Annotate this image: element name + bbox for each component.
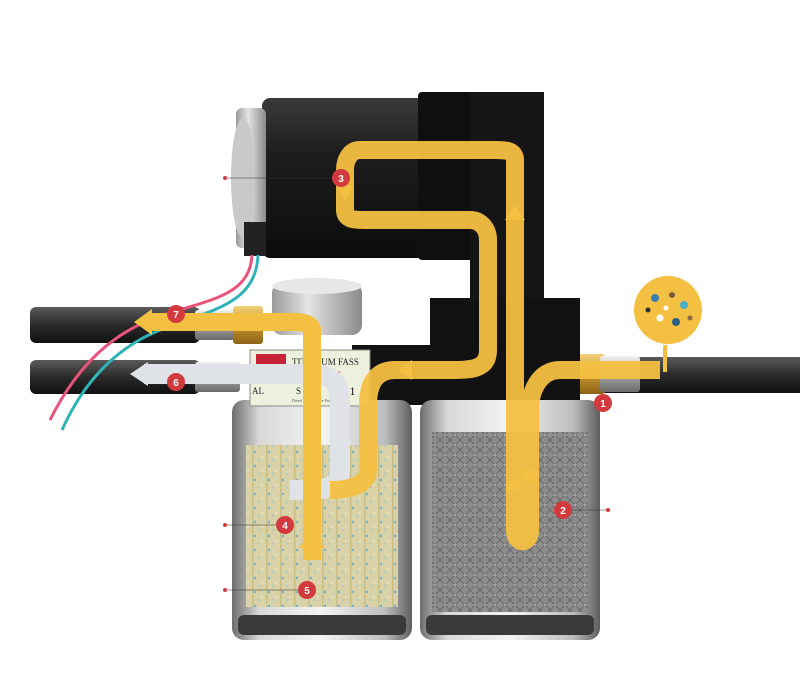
- leader-lines: [223, 176, 610, 592]
- down-arrow-right-filter: [520, 470, 540, 485]
- label-serial-prefix: AL: [252, 386, 264, 396]
- up-arrow-left-filter: [299, 532, 325, 548]
- marker-7: 7: [167, 305, 185, 323]
- marker-3-number: 3: [338, 174, 344, 185]
- marker-4: 4: [276, 516, 294, 534]
- return-arrow: [130, 362, 148, 386]
- marker-6-number: 6: [173, 378, 179, 389]
- marker-7-number: 7: [173, 310, 179, 321]
- outlet-arrow: [134, 309, 152, 335]
- fuel-flow-path: [134, 141, 660, 560]
- marker-1-number: 1: [600, 399, 606, 410]
- pump-motor: [231, 92, 478, 260]
- marker-2: 2: [554, 501, 572, 519]
- down-arrow-motor: [336, 186, 354, 200]
- marker-3: 3: [332, 169, 350, 187]
- filter-canister-left: [232, 400, 412, 640]
- contaminant-magnifier: [634, 276, 702, 372]
- label-serial-s: S: [296, 386, 301, 396]
- up-arrow-housing: [505, 205, 525, 220]
- marker-1: 1: [594, 394, 612, 412]
- marker-5-number: 5: [304, 586, 310, 597]
- marker-2-number: 2: [560, 506, 566, 517]
- up-arrow-right-filter: [505, 475, 525, 490]
- marker-5: 5: [298, 581, 316, 599]
- marker-6: 6: [167, 373, 185, 391]
- left-arrow-housing: [398, 360, 412, 380]
- label-brand: TITANIUM FASS: [292, 357, 359, 367]
- marker-4-number: 4: [282, 521, 288, 532]
